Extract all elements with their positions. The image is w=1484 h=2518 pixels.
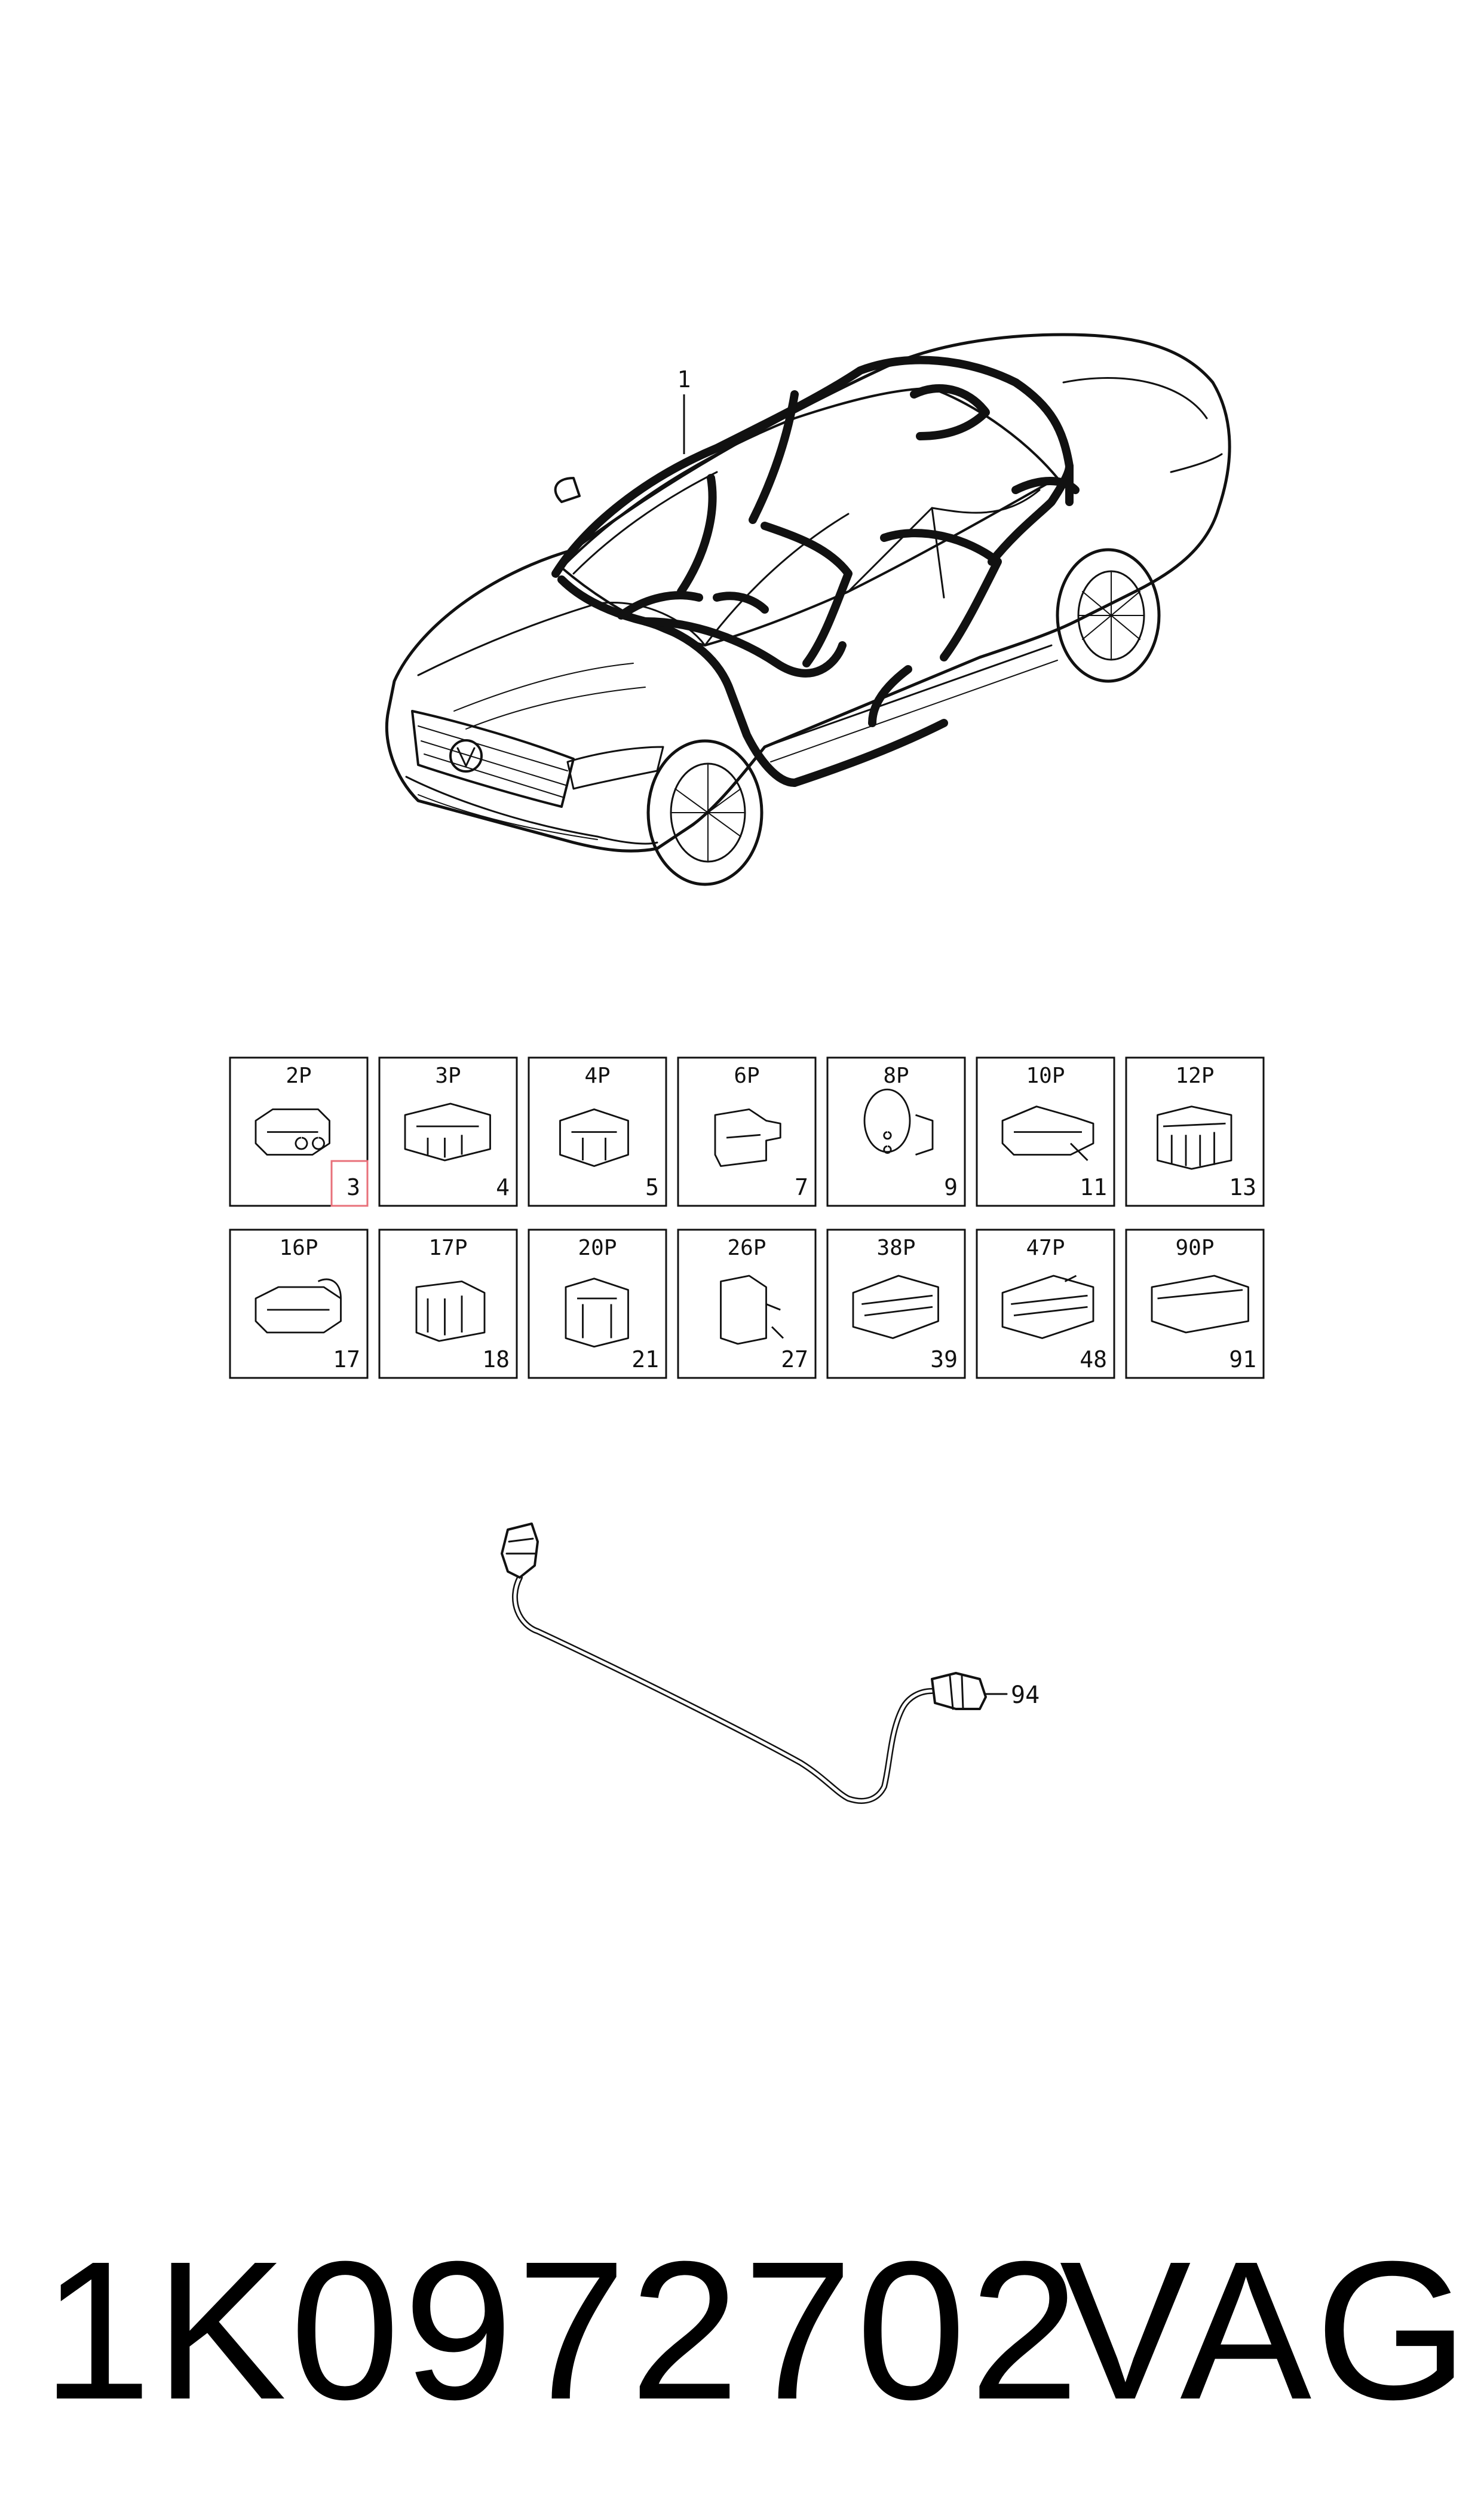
connector-ref-number[interactable]: 39 [930, 1346, 958, 1373]
connector-cell: 6P 7 [677, 1056, 817, 1207]
connector-ref-number[interactable]: 11 [1080, 1174, 1107, 1200]
connector-ref-number[interactable]: 9 [944, 1174, 958, 1200]
connector-cell: 20P 21 [528, 1229, 667, 1379]
car-illustration [385, 333, 1231, 886]
connector-pin-count: 90P [1175, 1236, 1214, 1260]
footer: 1K0972702 VAG [0, 2205, 1484, 2456]
connector-ref-number[interactable]: 5 [645, 1174, 659, 1200]
connector-pin-count: 26P [727, 1236, 766, 1260]
connector-icon [565, 1278, 629, 1348]
connector-pin-count: 4P [584, 1064, 610, 1088]
connector-cell-border [528, 1229, 667, 1379]
connector-cell: 12P 13 [1125, 1056, 1265, 1207]
connector-pin-count: 47P [1026, 1236, 1065, 1260]
connector-ref-number[interactable]: 18 [482, 1346, 510, 1373]
connector-grid: 2P 3 3P 4 4P 5 6P 7 8P 9 10P 11 12P 13 16P 17 17P 18 20P 21… [229, 1056, 1265, 1379]
connector-ref-number[interactable]: 4 [496, 1174, 510, 1200]
connector-cell-border [378, 1229, 518, 1379]
connector-cell-border [976, 1229, 1115, 1379]
connector-cell-border [1125, 1056, 1265, 1207]
connector-ref-number[interactable]: 21 [631, 1346, 659, 1373]
connector-cell-border [826, 1229, 966, 1379]
connector-cell-border [826, 1056, 966, 1207]
connector-icon [720, 1275, 784, 1345]
connector-icon [415, 1281, 486, 1342]
connector-cell: 26P 27 [677, 1229, 817, 1379]
connector-cell: 38P 39 [826, 1229, 966, 1379]
connector-ref-number[interactable]: 3 [347, 1174, 360, 1200]
callout-1: 1 [677, 366, 691, 393]
connector-icon [559, 1108, 629, 1167]
connector-icon [1157, 1105, 1232, 1170]
connector-ref-number[interactable]: 7 [795, 1174, 808, 1200]
connector-cell: 4P 5 [528, 1056, 667, 1207]
connector-ref-number[interactable]: 27 [781, 1346, 808, 1373]
connector-pin-count: 2P [286, 1064, 311, 1088]
connector-cell: 8P 9 [826, 1056, 966, 1207]
connector-cell-border [677, 1056, 817, 1207]
connector-ref-number[interactable]: 13 [1229, 1174, 1256, 1200]
connector-pin-count: 20P [578, 1236, 617, 1260]
connector-icon [404, 1102, 491, 1162]
connector-ref-number[interactable]: 91 [1229, 1346, 1256, 1373]
connector-pin-count: 38P [876, 1236, 915, 1260]
connector-cell: 2P 3 [229, 1056, 369, 1207]
connector-cell: 47P 48 [976, 1229, 1115, 1379]
connector-pin-count: 17P [428, 1236, 467, 1260]
connector-cell: 90P 91 [1125, 1229, 1265, 1379]
connector-icon [255, 1108, 330, 1156]
connector-icon [1001, 1275, 1094, 1339]
connector-icon [1001, 1105, 1094, 1162]
connector-icon [714, 1108, 781, 1167]
connector-ref-number[interactable]: 17 [333, 1346, 360, 1373]
connector-pin-count: 8P [883, 1064, 909, 1088]
connector-pin-count: 6P [734, 1064, 759, 1088]
connector-cell: 3P 4 [378, 1056, 518, 1207]
connector-icon [255, 1278, 342, 1334]
connector-cell-border [229, 1229, 369, 1379]
connector-cell-border [1125, 1229, 1265, 1379]
connector-pin-count: 10P [1026, 1064, 1065, 1088]
connector-pin-count: 16P [279, 1236, 318, 1260]
connector-cell-border [677, 1229, 817, 1379]
connector-highlight-box [330, 1160, 369, 1207]
callout-94: 94 [1011, 1681, 1040, 1709]
connector-icon [852, 1275, 939, 1339]
connector-pin-count: 12P [1175, 1064, 1214, 1088]
cable-assembly [501, 1523, 1008, 1804]
connector-icon [1151, 1275, 1249, 1334]
connector-cell: 10P 11 [976, 1056, 1115, 1207]
connector-cell-border [378, 1056, 518, 1207]
brand-label: VAG [1059, 2220, 1472, 2440]
connector-cell: 17P 18 [378, 1229, 518, 1379]
connector-ref-number[interactable]: 48 [1080, 1346, 1107, 1373]
connector-pin-count: 3P [435, 1064, 461, 1088]
wiring-harness [551, 356, 1080, 787]
part-number: 1K0972702 [42, 2220, 1083, 2440]
connector-cell: 16P 17 [229, 1229, 369, 1379]
